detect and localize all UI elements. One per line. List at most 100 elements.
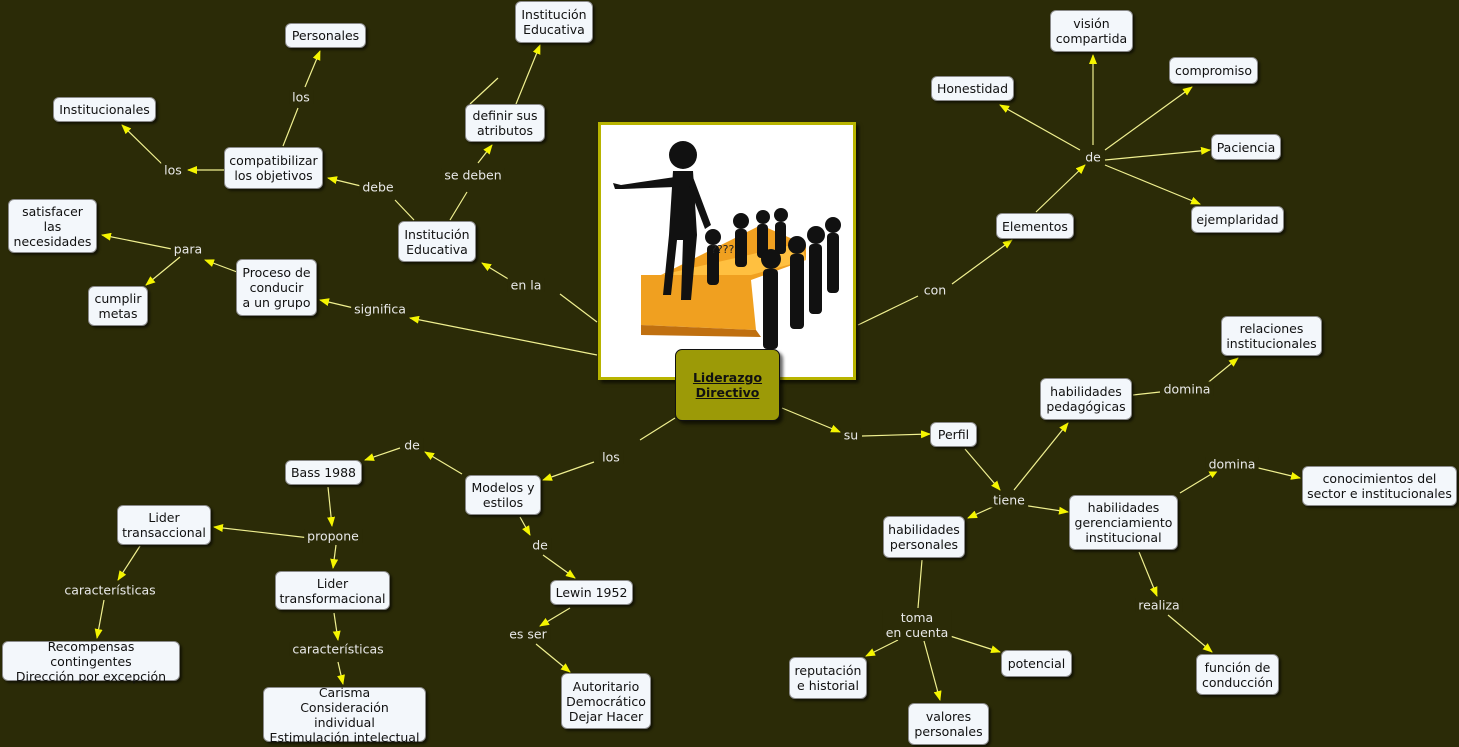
connector-line (949, 635, 1001, 654)
connector-line (145, 256, 181, 286)
connector-line (424, 451, 463, 475)
connector-line (449, 191, 468, 221)
link-label-de: de (1082, 149, 1104, 165)
concept-node-bass-1988[interactable]: Bass 1988 (285, 460, 362, 485)
connector-line (481, 262, 511, 281)
concept-node-definir-atributos[interactable]: definir sus atributos (465, 104, 545, 142)
link-label-propone: propone (304, 528, 362, 544)
connector-line (327, 486, 336, 527)
connector-line (865, 639, 899, 657)
concept-node-paciencia[interactable]: Paciencia (1211, 134, 1281, 160)
concept-node-habilidades-gerenciamiento[interactable]: habilidades gerenciamiento institucional (1069, 495, 1178, 550)
connector-line (539, 607, 571, 627)
concept-node-vision-compartida[interactable]: visión compartida (1050, 10, 1133, 52)
concept-node-funcion-conduccion[interactable]: función de conducción (1196, 654, 1279, 695)
concept-node-lider-transaccional[interactable]: Lider transaccional (117, 505, 211, 545)
connector-line (469, 77, 499, 105)
connector-line (535, 643, 571, 673)
link-label-caracteristicas: características (61, 582, 159, 598)
link-label-en-la: en la (507, 277, 545, 293)
leadership-figures-image: ???? (598, 122, 856, 380)
link-label-los: los (599, 449, 623, 465)
link-label-para: para (170, 241, 206, 257)
concept-node-cumplir-metas[interactable]: cumplir metas (88, 286, 148, 326)
connector-line (1013, 422, 1069, 491)
concept-node-habilidades-personales[interactable]: habilidades personales (883, 516, 965, 558)
concept-node-proceso-conducir[interactable]: Proceso de conducir a un grupo (236, 259, 317, 316)
connector-line (861, 430, 931, 439)
connector-line (857, 295, 919, 326)
concept-node-habilidades-pedagogicas[interactable]: habilidades pedagógicas (1040, 378, 1132, 420)
connector-line (519, 516, 531, 536)
link-label-significa: significa (351, 301, 409, 317)
connector-line (94, 599, 105, 639)
concept-node-relaciones-institucionales[interactable]: relaciones institucionales (1221, 316, 1322, 356)
link-label-domina: domina (1205, 456, 1259, 472)
connector-line (1167, 614, 1213, 653)
concept-node-perfil[interactable]: Perfil (930, 422, 977, 447)
connector-line (213, 524, 311, 539)
concept-node-lider-transformacional[interactable]: Lider transformacional (275, 571, 390, 610)
connector-line (781, 407, 841, 433)
concept-node-elementos[interactable]: Elementos (996, 213, 1074, 239)
link-label-su: su (840, 427, 862, 443)
connector-line (1138, 551, 1158, 597)
concept-node-institucion-educativa[interactable]: Institución Educativa (398, 221, 476, 262)
connector-line (999, 104, 1081, 151)
connector-line (330, 544, 339, 569)
connector-line (515, 44, 541, 105)
link-label-es-ser: es ser (506, 626, 550, 642)
concept-node-reputacion-historial[interactable]: reputación e historial (789, 657, 867, 699)
concept-node-autoritario[interactable]: Autoritario Democrático Dejar Hacer (561, 673, 651, 729)
central-concept-node[interactable]: Liderazgo Directivo (675, 349, 780, 421)
connector-line (917, 559, 923, 609)
link-label-los: los (289, 89, 313, 105)
connector-line (1035, 164, 1086, 213)
connector-line (204, 259, 238, 273)
link-label-realiza: realiza (1135, 597, 1183, 613)
connector-line (639, 417, 676, 441)
connector-line (542, 461, 595, 481)
connector-line (1104, 164, 1201, 205)
connector-line (1104, 146, 1211, 161)
connector-line (964, 448, 1001, 491)
connector-line (559, 293, 598, 323)
concept-node-modelos-estilos[interactable]: Modelos y estilos (465, 475, 541, 515)
link-label-con: con (920, 282, 950, 298)
link-label-tiene: tiene (990, 492, 1028, 508)
connector-line (1132, 391, 1161, 396)
connector-line (117, 545, 141, 581)
connector-line (409, 315, 598, 356)
connector-line (1204, 357, 1239, 386)
concept-node-honestidad[interactable]: Honestidad (931, 76, 1014, 101)
concept-node-recompensas[interactable]: Recompensas contingentes Dirección por e… (2, 639, 180, 684)
concept-node-satisfacer-necesidades[interactable]: satisfacer las necesidades (8, 199, 97, 253)
connector-line (101, 232, 173, 250)
concept-node-valores-personales[interactable]: valores personales (908, 703, 989, 745)
concept-node-institucionales[interactable]: Institucionales (53, 97, 156, 122)
connector-line (477, 144, 493, 164)
connector-line (542, 554, 576, 579)
connector-line (1021, 504, 1069, 515)
concept-node-lewin-1952[interactable]: Lewin 1952 (550, 580, 633, 605)
connector-line (327, 176, 366, 188)
link-label-toma-en-cuenta: toma en cuenta (882, 610, 952, 640)
concept-node-potencial[interactable]: potencial (1001, 650, 1072, 677)
connector-line (304, 50, 321, 88)
concept-node-conocimientos[interactable]: conocimientos del sector e institucional… (1302, 466, 1457, 506)
connector-line (121, 124, 164, 166)
link-label-caracteristicas: características (289, 641, 387, 657)
concept-node-carisma[interactable]: Carisma Consideración individual Estimul… (263, 685, 426, 745)
concept-node-compatibilizar[interactable]: compatibilizar los objetivos (224, 147, 323, 189)
connector-line (364, 447, 401, 461)
concept-node-institucion-educativa-top[interactable]: Institución Educativa (515, 1, 593, 43)
concept-node-ejemplaridad[interactable]: ejemplaridad (1191, 206, 1284, 233)
image-caption: ???? (711, 243, 735, 256)
concept-node-personales[interactable]: Personales (285, 23, 366, 48)
link-label-los: los (161, 162, 185, 178)
link-label-de: de (529, 537, 551, 553)
concept-node-compromiso[interactable]: compromiso (1169, 57, 1258, 84)
connector-line (282, 107, 299, 147)
connector-line (394, 199, 415, 221)
